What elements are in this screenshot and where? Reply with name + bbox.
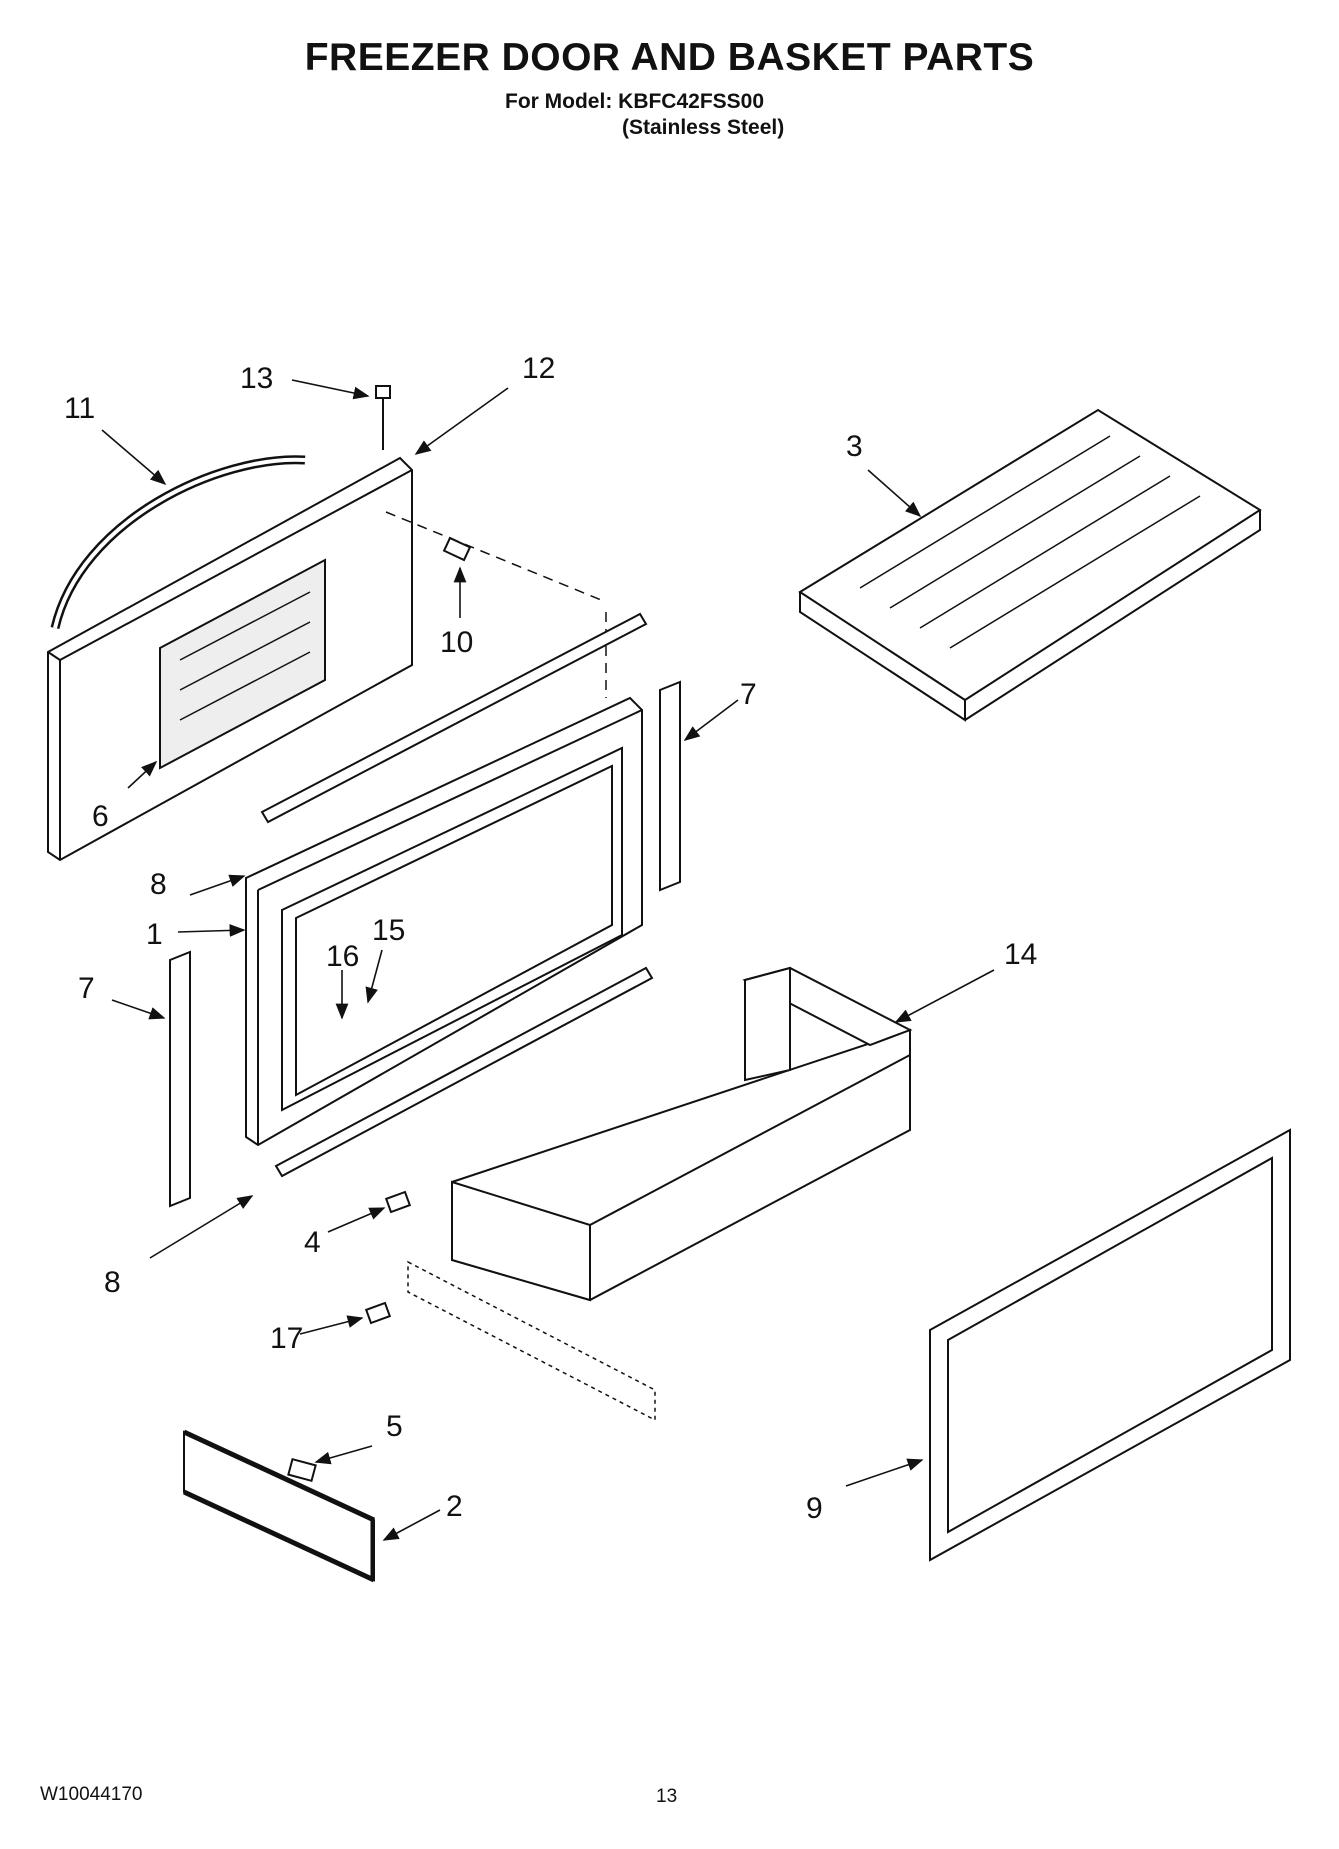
side-gasket-left [169, 950, 191, 1208]
document-number: W10044170 [40, 1784, 143, 1805]
inner-door-frame [245, 696, 643, 1147]
screw-10 [442, 536, 472, 562]
callout-1: 1 [146, 918, 163, 951]
callout-7-right: 7 [740, 678, 757, 711]
door-gasket [929, 1128, 1291, 1562]
callout-17: 17 [270, 1322, 303, 1355]
callout-6: 6 [92, 800, 109, 833]
finish-line: (Stainless Steel) [622, 116, 785, 139]
callout-15: 15 [372, 914, 405, 947]
screw-13 [375, 385, 391, 450]
callout-5: 5 [386, 1410, 403, 1443]
callout-3: 3 [846, 430, 863, 463]
callout-11: 11 [64, 392, 95, 425]
callout-4: 4 [304, 1226, 321, 1259]
callout-14: 14 [1004, 938, 1037, 971]
screw-4 [384, 1190, 412, 1214]
callout-9: 9 [806, 1492, 823, 1525]
callout-7-left: 7 [78, 972, 95, 1005]
basket-divider [407, 1260, 656, 1422]
bottom-bracket [274, 966, 654, 1178]
callout-13: 13 [240, 362, 273, 395]
callout-16: 16 [326, 940, 359, 973]
basket-trim [182, 1429, 376, 1583]
screw-17 [364, 1301, 392, 1325]
basket-shelf [798, 408, 1262, 722]
screw-5 [287, 1457, 317, 1483]
model-line: For Model: KBFC42FSS00 [505, 90, 765, 113]
page-number: 13 [656, 1786, 678, 1807]
callout-8-bottom: 8 [104, 1266, 121, 1299]
freezer-basket [451, 966, 913, 1302]
side-gasket-right [659, 680, 681, 892]
door-liner-panel [159, 558, 326, 770]
callout-8-top: 8 [150, 868, 167, 901]
callout-2: 2 [446, 1490, 463, 1523]
callout-12: 12 [522, 352, 555, 385]
callout-10: 10 [440, 626, 473, 659]
page-title: FREEZER DOOR AND BASKET PARTS [304, 36, 1035, 79]
top-bracket [260, 612, 648, 824]
